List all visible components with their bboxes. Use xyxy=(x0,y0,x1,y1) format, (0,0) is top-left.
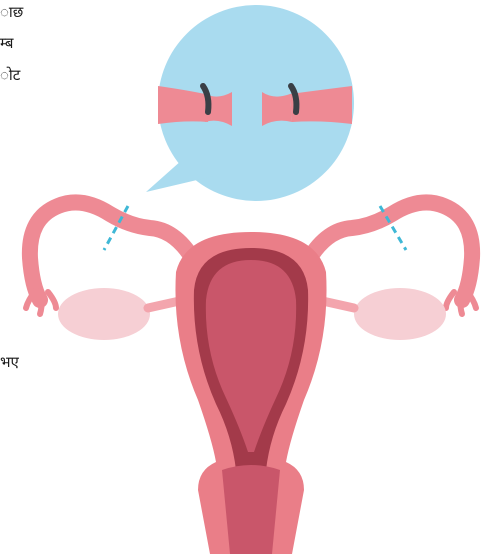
ovary-right xyxy=(354,288,446,340)
uterus xyxy=(175,232,326,554)
ovary-left xyxy=(58,288,150,340)
cervix xyxy=(222,465,280,554)
zoom-bubble xyxy=(146,5,354,201)
